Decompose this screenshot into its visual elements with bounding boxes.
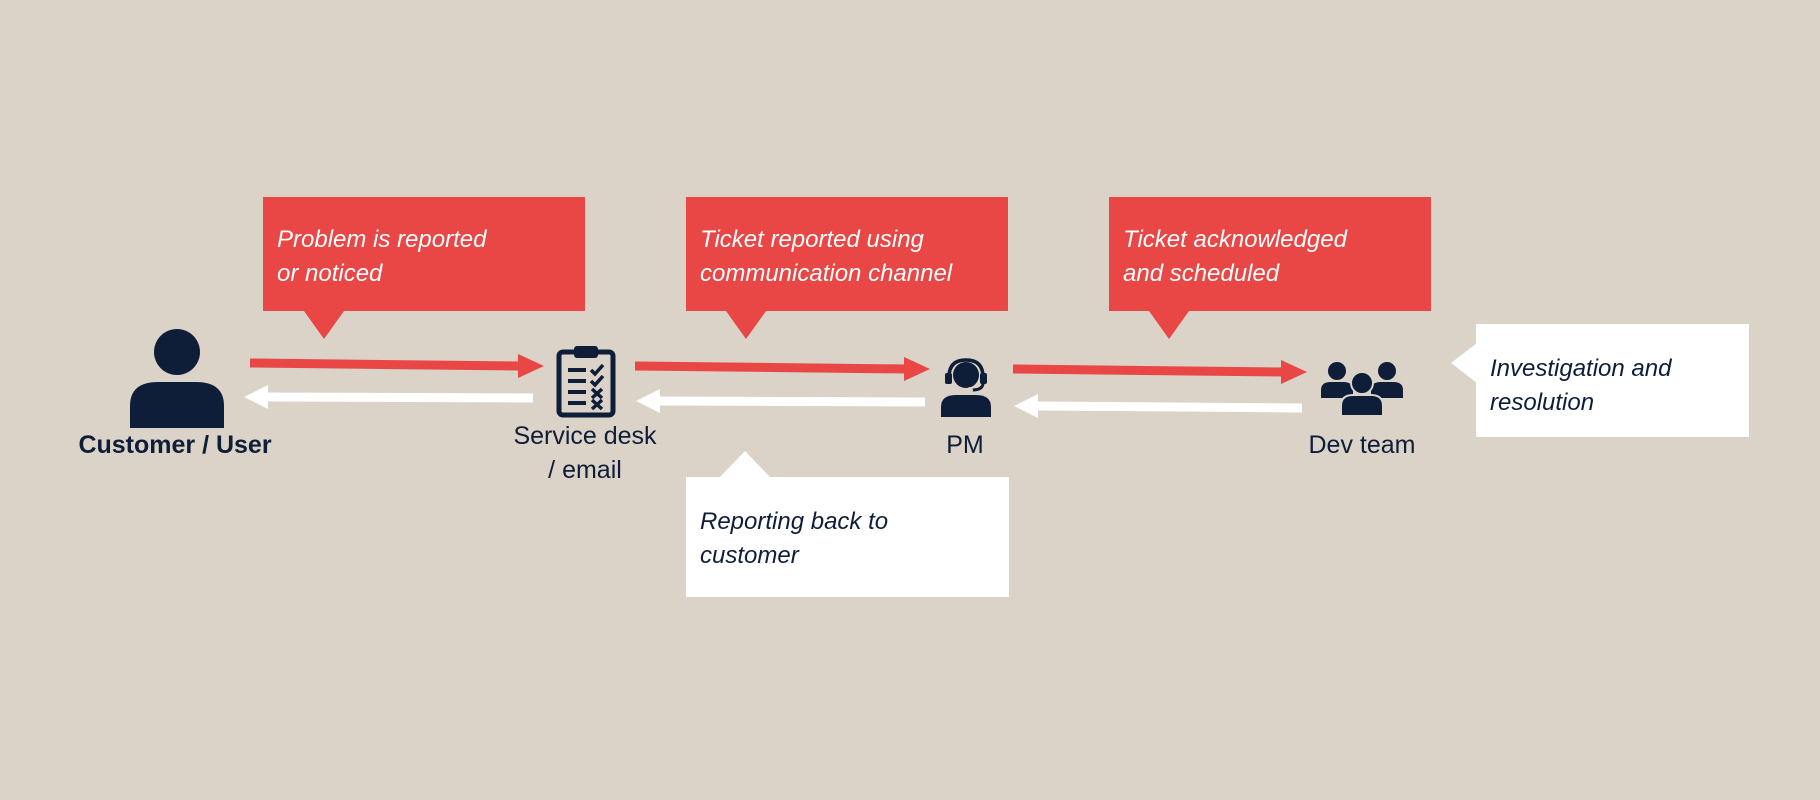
- service-desk-label-line: Service desk: [513, 422, 657, 450]
- forward-arrow-service-desk-to-pm: [634, 357, 930, 381]
- callout-ticket-acknowledged: Ticket acknowledged and scheduled: [1109, 197, 1431, 311]
- forward-arrow-customer-to-service-desk: [249, 354, 544, 378]
- forward-arrow-pm-to-dev-team: [1012, 360, 1307, 384]
- callout-ticket-reported: Ticket reported using communication chan…: [686, 197, 1008, 311]
- callout-pointer: [1149, 311, 1189, 339]
- return-arrow-pm-to-service-desk: [636, 389, 926, 413]
- callout-pointer: [720, 451, 770, 477]
- callout-line: customer: [700, 542, 799, 569]
- callout-line: Investigation and: [1490, 355, 1672, 382]
- pm-label: PM: [946, 431, 984, 459]
- person-icon: [130, 329, 224, 428]
- callout-investigation: Investigation and resolution: [1476, 324, 1749, 437]
- callout-pointer: [726, 311, 766, 339]
- dev-team-label: Dev team: [1308, 431, 1416, 459]
- service-desk-label-line: / email: [548, 456, 622, 484]
- callout-line: communication channel: [700, 260, 953, 287]
- callout-reporting-back: Reporting back to customer: [686, 477, 1009, 597]
- callout-line: resolution: [1490, 389, 1595, 416]
- return-arrow-dev-team-to-pm: [1014, 394, 1303, 418]
- callout-pointer: [304, 311, 344, 339]
- callout-line: Ticket acknowledged: [1123, 226, 1347, 253]
- callout-line: and scheduled: [1123, 260, 1280, 287]
- customer-label: Customer / User: [78, 431, 272, 459]
- callout-line: Problem is reported: [277, 226, 487, 253]
- return-arrow-service-desk-to-customer: [244, 385, 534, 409]
- clipboard-checklist-icon: [556, 346, 616, 418]
- callout-line: Reporting back to: [700, 508, 889, 535]
- headset-operator-icon: [941, 358, 991, 417]
- callout-line: or noticed: [277, 260, 383, 287]
- callout-pointer: [1451, 343, 1477, 383]
- group-icon: [1321, 362, 1403, 416]
- callout-problem-reported: Problem is reported or noticed: [263, 197, 585, 311]
- service-desk-label: Service desk / email: [495, 419, 675, 487]
- callout-line: Ticket reported using: [700, 226, 924, 253]
